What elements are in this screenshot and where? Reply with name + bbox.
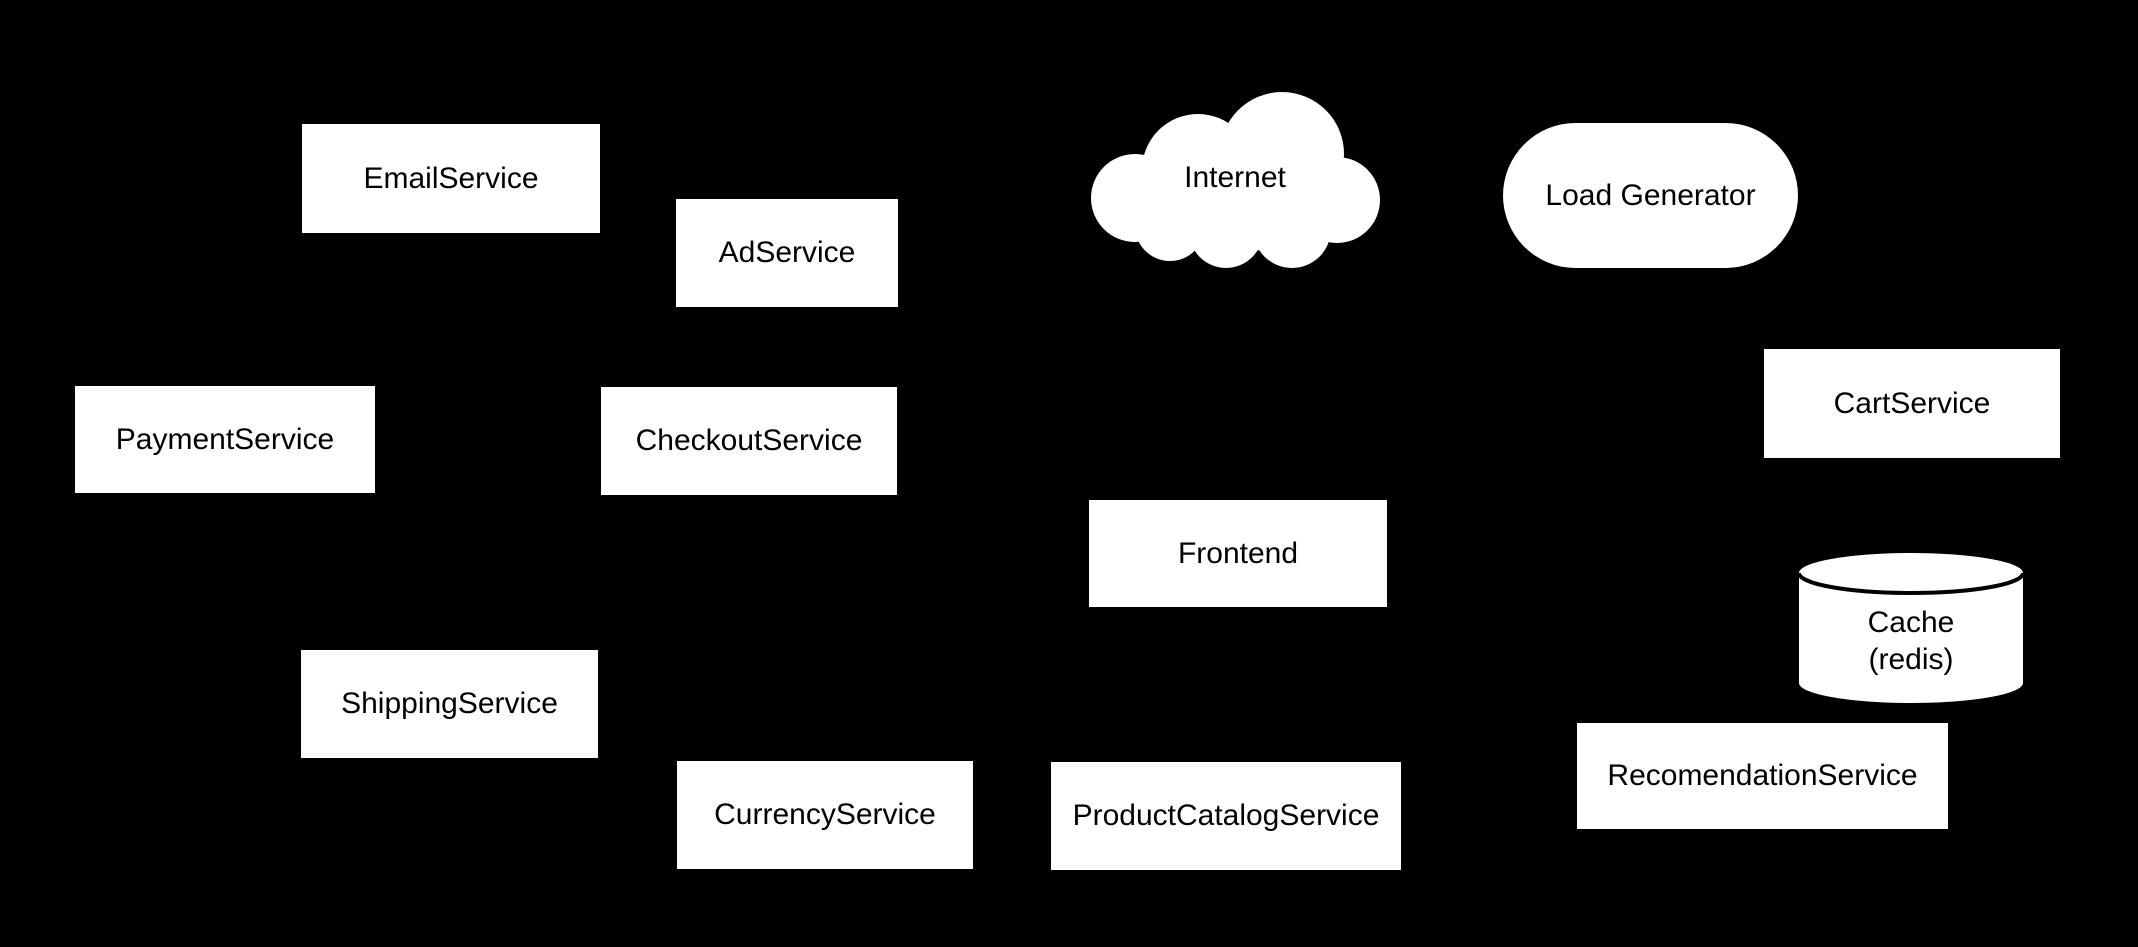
node-frontend: Frontend — [1089, 500, 1387, 607]
node-ad-service: AdService — [676, 199, 898, 307]
node-label-product-catalog-service: ProductCatalogService — [1072, 799, 1380, 833]
cloud-icon — [1091, 92, 1380, 268]
node-email-service: EmailService — [302, 124, 600, 233]
node-label-shipping-service: ShippingService — [341, 687, 558, 721]
node-label-payment-service: PaymentService — [115, 422, 335, 456]
node-payment-service: PaymentService — [75, 386, 375, 493]
node-label-recomendation-service: RecomendationService — [1607, 759, 1918, 793]
node-label-load-generator: Load Generator — [1545, 178, 1756, 212]
node-cache-redis: Cache (redis) — [1799, 553, 2023, 703]
node-load-generator: Load Generator — [1503, 123, 1798, 268]
node-label-cart-service: CartService — [1833, 386, 1991, 420]
database-cylinder-icon — [1799, 553, 2023, 703]
node-label-internet: Internet — [1184, 161, 1286, 195]
node-internet: Internet — [1090, 88, 1380, 268]
node-shipping-service: ShippingService — [301, 650, 598, 758]
node-cart-service: CartService — [1764, 349, 2060, 458]
node-label-currency-service: CurrencyService — [714, 798, 936, 832]
node-product-catalog-service: ProductCatalogService — [1051, 762, 1401, 870]
node-label-ad-service: AdService — [718, 236, 856, 270]
node-checkout-service: CheckoutService — [601, 387, 897, 495]
node-label-frontend: Frontend — [1177, 536, 1299, 570]
node-label-cache-redis: Cache (redis) — [1867, 605, 1955, 677]
node-label-email-service: EmailService — [363, 161, 539, 195]
node-currency-service: CurrencyService — [677, 761, 973, 869]
node-label-checkout-service: CheckoutService — [635, 424, 863, 458]
node-recomendation-service: RecomendationService — [1577, 723, 1948, 829]
